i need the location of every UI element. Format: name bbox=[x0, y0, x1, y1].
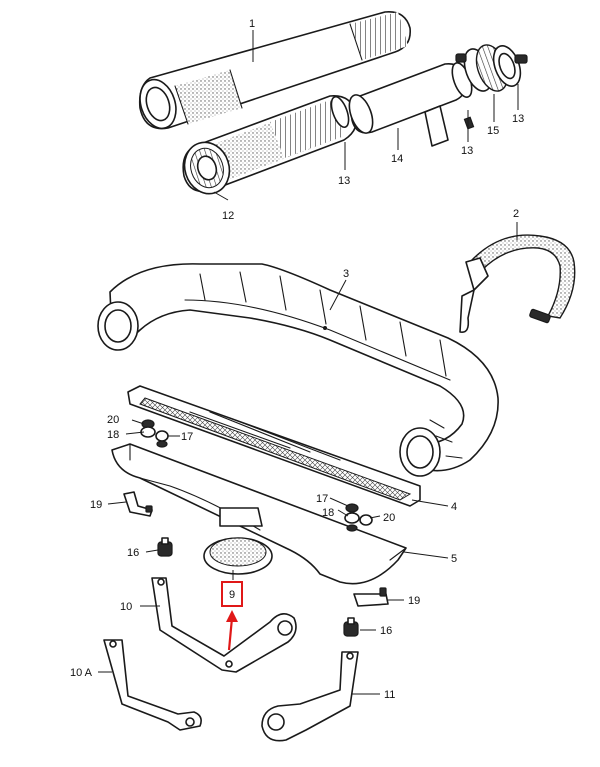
fastener-cluster-left bbox=[140, 419, 169, 448]
part-10-bracket bbox=[151, 577, 297, 673]
callout-4: 4 bbox=[451, 501, 457, 513]
callout-13-left: 13 bbox=[338, 175, 350, 187]
part-2-strap bbox=[459, 234, 576, 334]
part-3-intake-duct bbox=[97, 263, 499, 477]
part-19-bracket-left bbox=[123, 491, 153, 517]
callout-labels: 1 2 3 4 5 12 13 13 13 14 15 20 18 17 17 … bbox=[70, 18, 524, 701]
callout-11: 11 bbox=[384, 689, 395, 701]
callout-18-left: 18 bbox=[107, 429, 119, 441]
callout-17-right: 17 bbox=[316, 493, 328, 505]
part-16-buffer-left bbox=[157, 537, 173, 557]
callout-2: 2 bbox=[513, 208, 519, 220]
part-10a-bracket bbox=[103, 639, 202, 731]
callout-13-right: 13 bbox=[512, 113, 524, 125]
highlight-arrow-shaft bbox=[227, 617, 234, 651]
callout-13-middle: 13 bbox=[461, 145, 473, 157]
callout-3: 3 bbox=[343, 268, 349, 280]
part-4-filter-lid bbox=[127, 385, 421, 507]
callout-10: 10 bbox=[120, 601, 132, 613]
leader-lines bbox=[98, 30, 519, 695]
callout-16-right: 16 bbox=[380, 625, 392, 637]
part-11-bracket bbox=[261, 651, 359, 742]
callout-19-right: 19 bbox=[408, 595, 420, 607]
fastener-cluster-right bbox=[344, 503, 373, 532]
callout-14: 14 bbox=[391, 153, 403, 165]
callout-18-right: 18 bbox=[322, 507, 334, 519]
highlight-box bbox=[221, 581, 243, 607]
part-9-highlight bbox=[221, 581, 243, 651]
part-12-lower-hose bbox=[182, 95, 358, 195]
callout-10a: 10 A bbox=[70, 667, 93, 679]
part-15-clamp-stack bbox=[455, 44, 528, 92]
part-19-bracket-right bbox=[353, 587, 389, 607]
callout-15: 15 bbox=[487, 125, 499, 137]
highlight-arrow-head bbox=[226, 610, 238, 622]
part-9-flange bbox=[203, 537, 273, 575]
part-1-upper-hose bbox=[138, 11, 412, 130]
callout-20-left: 20 bbox=[107, 414, 119, 426]
callout-20-right: 20 bbox=[383, 512, 395, 524]
callout-17-left: 17 bbox=[181, 431, 193, 443]
callout-9: 9 bbox=[229, 589, 235, 601]
part-14-intake-tube bbox=[330, 62, 475, 147]
part-5-filter-base bbox=[111, 443, 407, 585]
callout-16-left: 16 bbox=[127, 547, 139, 559]
callout-1: 1 bbox=[249, 18, 255, 30]
part-16-buffer-right bbox=[343, 617, 359, 637]
callout-19-left: 19 bbox=[90, 499, 102, 511]
callout-5: 5 bbox=[451, 553, 457, 565]
callout-12: 12 bbox=[222, 210, 234, 222]
